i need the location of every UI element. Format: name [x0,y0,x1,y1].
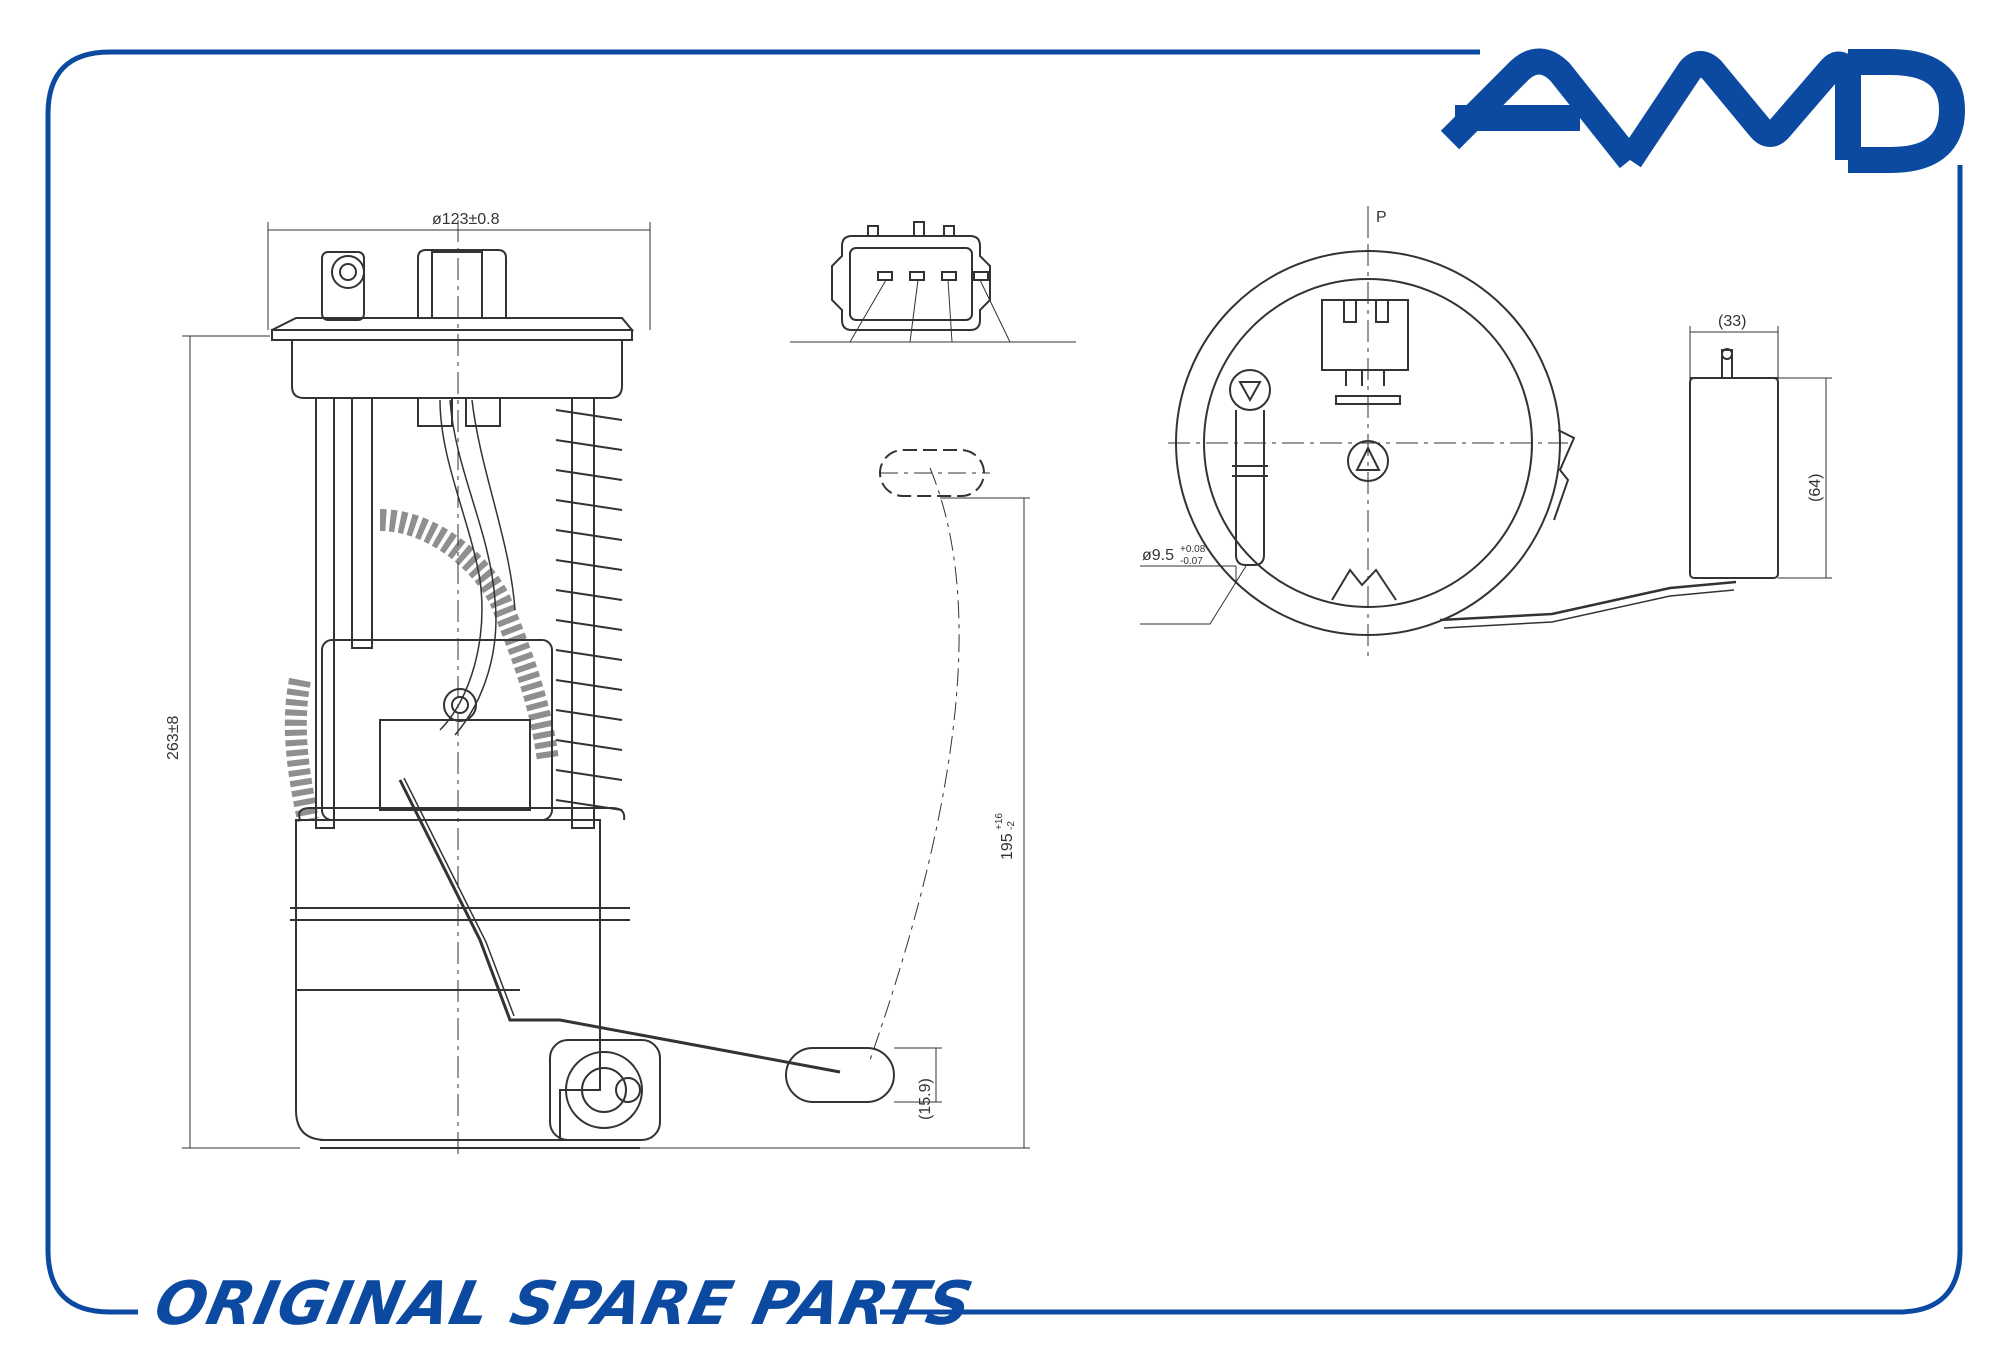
pump-top-view [1140,206,1832,660]
sheet-border [45,49,1963,1315]
float-length-label: (64) [1807,474,1824,502]
outlet-diameter-tol-lower: -0.07 [1180,556,1203,567]
float-travel-value: 195 [999,833,1016,860]
float-width-label: (33) [1718,313,1746,330]
amd-logo [1440,48,1965,173]
flange-diameter-label: ø123±0.8 [432,211,500,228]
outlet-diameter-label: ø9.5 +0.08 -0.07 [1142,544,1206,567]
float-height-label: (15.9) [917,1078,934,1120]
outlet-diameter-value: ø9.5 [1142,547,1174,564]
float-travel-tol-lower: -2 [1006,821,1017,830]
outlet-diameter-tol-upper: +0.08 [1180,544,1206,555]
pressure-label: P [1376,209,1387,226]
connector-detail [790,221,1076,343]
float-travel-tol-upper: +16 [994,813,1005,830]
float-travel-label: 195 +16 -2 [994,813,1017,860]
pump-side-view [182,220,1030,1160]
overall-height-label: 263±8 [165,716,182,760]
footer-tagline: ORIGINAL SPARE PARTS [148,1269,980,1339]
